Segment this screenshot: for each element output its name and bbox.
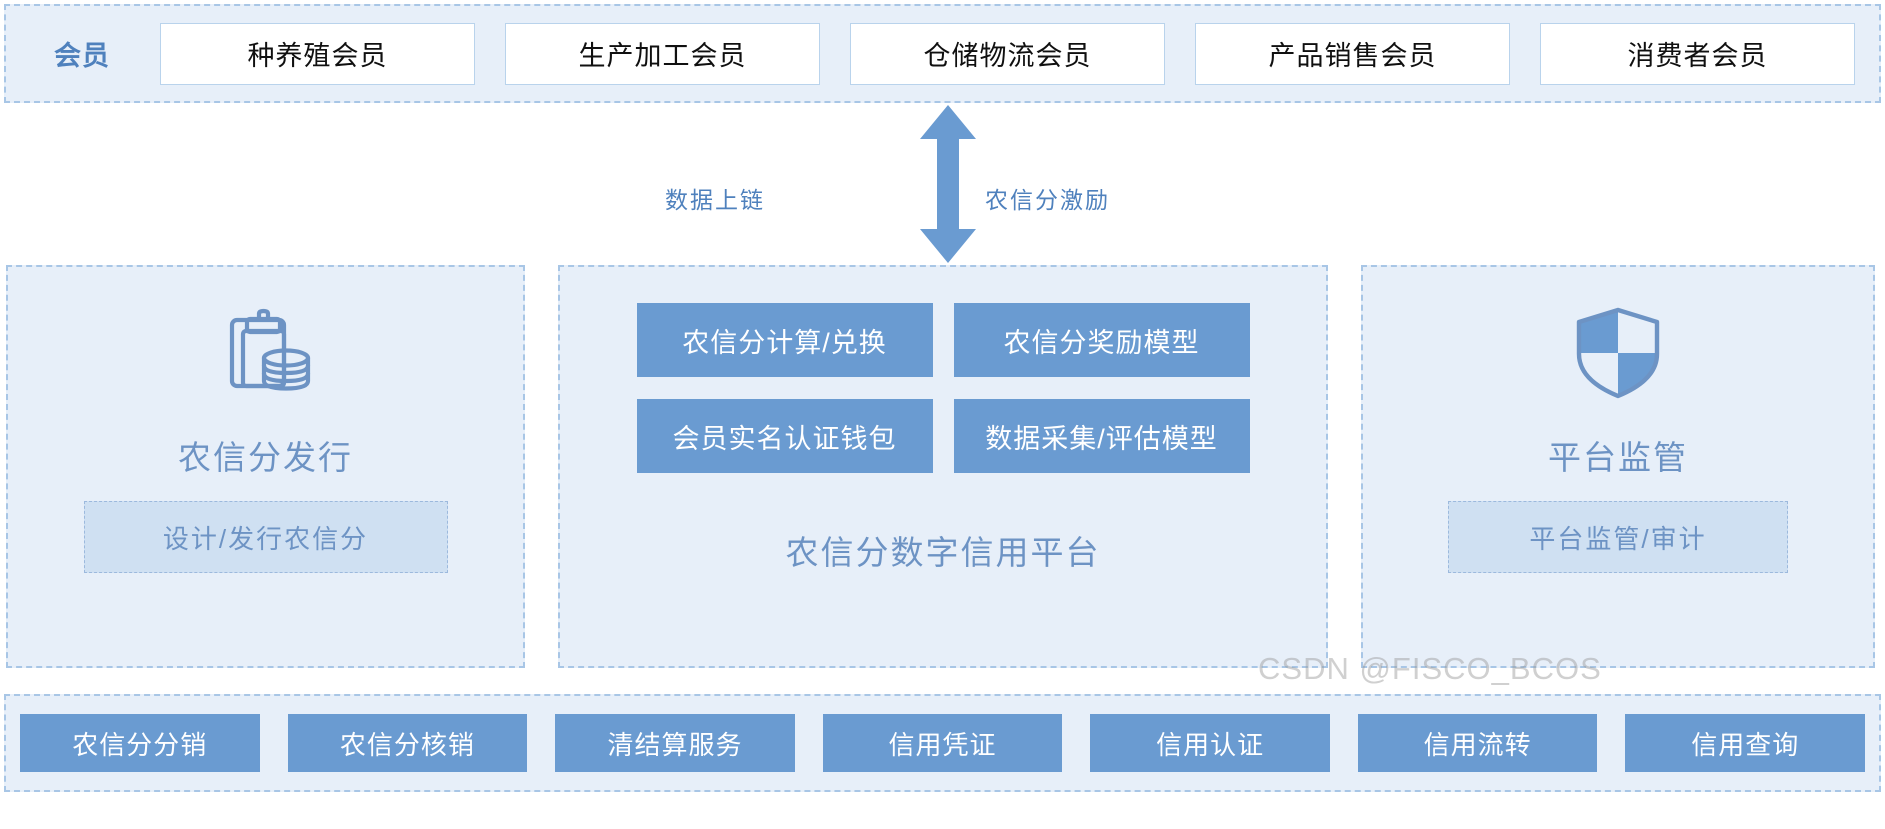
middle-panel-row: 农信分发行 设计/发行农信分 农信分计算/兑换 农信分奖励模型 会员实名认证钱包… <box>0 265 1885 670</box>
arrow-zone: 数据上链 农信分激励 <box>0 103 1885 265</box>
platform-module-grid: 农信分计算/兑换 农信分奖励模型 会员实名认证钱包 数据采集/评估模型 <box>636 303 1250 473</box>
member-band: 会员 种养殖会员 生产加工会员 仓储物流会员 产品销售会员 消费者会员 <box>4 4 1881 103</box>
panel-supervision-title: 平台监管 <box>1548 439 1688 476</box>
panel-platform: 农信分计算/兑换 农信分奖励模型 会员实名认证钱包 数据采集/评估模型 农信分数… <box>558 265 1328 668</box>
panel-issuance-title: 农信分发行 <box>178 439 353 476</box>
service-tile[interactable]: 信用流转 <box>1357 714 1598 772</box>
shield-quadrant-icon <box>1570 305 1666 401</box>
panel-issuance-subbox: 设计/发行农信分 <box>83 501 448 573</box>
panel-supervision-subbox: 平台监管/审计 <box>1448 501 1788 573</box>
service-tile[interactable]: 信用认证 <box>1090 714 1330 772</box>
double-headed-vertical-arrow-icon <box>919 105 977 263</box>
member-card[interactable]: 产品销售会员 <box>1195 22 1510 85</box>
panel-platform-caption: 农信分数字信用平台 <box>785 534 1101 571</box>
member-card[interactable]: 仓储物流会员 <box>850 22 1165 85</box>
arrow-label-right: 农信分激励 <box>985 187 1110 213</box>
member-card[interactable]: 消费者会员 <box>1540 22 1855 85</box>
platform-module-tile[interactable]: 会员实名认证钱包 <box>636 399 933 473</box>
arrow-label-left: 数据上链 <box>665 187 765 213</box>
member-card[interactable]: 种养殖会员 <box>160 22 475 85</box>
clipboard-with-coins-icon <box>218 305 314 401</box>
service-band: 农信分分销 农信分核销 清结算服务 信用凭证 信用认证 信用流转 信用查询 <box>4 694 1881 792</box>
service-tile[interactable]: 信用查询 <box>1625 714 1866 772</box>
service-tile[interactable]: 农信分分销 <box>20 714 260 772</box>
platform-module-tile[interactable]: 农信分奖励模型 <box>953 303 1250 377</box>
service-tile[interactable]: 农信分核销 <box>287 714 528 772</box>
service-tile[interactable]: 信用凭证 <box>822 714 1063 772</box>
panel-supervision: 平台监管 平台监管/审计 <box>1361 265 1875 668</box>
panel-issuance: 农信分发行 设计/发行农信分 <box>6 265 525 668</box>
service-tile[interactable]: 清结算服务 <box>555 714 795 772</box>
platform-module-tile[interactable]: 农信分计算/兑换 <box>636 303 933 377</box>
member-card[interactable]: 生产加工会员 <box>505 22 820 85</box>
platform-module-tile[interactable]: 数据采集/评估模型 <box>953 399 1250 473</box>
member-band-label: 会员 <box>54 41 110 71</box>
member-card-list: 种养殖会员 生产加工会员 仓储物流会员 产品销售会员 消费者会员 <box>142 22 1863 85</box>
